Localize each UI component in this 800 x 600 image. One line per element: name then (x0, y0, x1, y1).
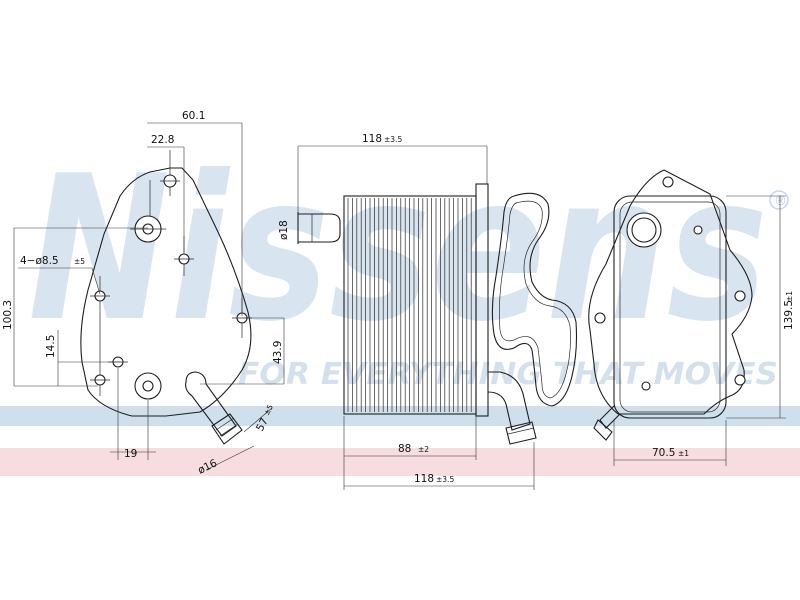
dim-total-width: 118 (414, 473, 434, 485)
side-outlet-pipe (487, 371, 537, 445)
dim-bottom: 19 (124, 448, 137, 460)
end-hole-left (594, 312, 606, 324)
dim-width-top: 60.1 (182, 110, 205, 122)
registered-mark-icon: ® (769, 190, 789, 210)
dim-height-right: 43.9 (272, 341, 284, 364)
dim-offset-left: 14.5 (45, 335, 57, 358)
watermark: Nissens FOR EVERYTHING THAT MOVES ® (0, 133, 800, 476)
front-outlet-pipe (185, 371, 243, 445)
dim-top-width-tol: ±3.5 (384, 135, 402, 144)
dim-end-width: 70.5 (652, 447, 675, 459)
dim-pipe-dia-side: ø18 (278, 220, 290, 240)
dim-angle: 57 (254, 416, 271, 433)
port-lower-inner (142, 380, 154, 392)
front-view: 60.1 22.8 100.3 4−ø8.5 ±5 14.5 43.9 57 ±… (2, 110, 285, 477)
watermark-brand: Nissens (28, 133, 768, 366)
registered-symbol: ® (774, 194, 787, 209)
end-view: 139.5 ±1 70.5 ±1 (588, 169, 795, 466)
cooler-end-plate (475, 183, 489, 417)
end-hole-upper-right (693, 225, 703, 235)
end-outlet-pipe (593, 405, 621, 441)
end-hole-right (734, 290, 746, 302)
gasket (491, 192, 578, 407)
dim-end-height-tol: ±1 (785, 291, 794, 302)
dim-holes-tol: ±5 (74, 257, 85, 266)
end-hole-center (641, 381, 651, 391)
cooler-core (343, 183, 489, 417)
watermark-pink-band (0, 448, 800, 476)
side-inlet-pipe (297, 212, 341, 244)
dim-height-left: 100.3 (2, 300, 14, 330)
dim-core-width: 88 (398, 443, 411, 455)
dim-offset-top: 22.8 (151, 134, 174, 146)
dim-total-width-tol: ±3.5 (436, 475, 454, 484)
end-body (613, 195, 727, 419)
dim-core-width-tol: ±2 (418, 445, 429, 454)
dim-holes: 4−ø8.5 (20, 255, 59, 267)
end-flange-outline (588, 169, 753, 415)
dim-top-width: 118 (362, 133, 382, 145)
end-body-inner (619, 201, 721, 413)
end-hole-bottom-right (734, 374, 746, 386)
end-hole-top (662, 176, 674, 188)
front-plate-outline (80, 167, 252, 417)
dim-end-width-tol: ±1 (678, 449, 689, 458)
dim-end-height: 139.5 (783, 300, 795, 330)
watermark-blue-band (0, 406, 800, 426)
end-port-inner (631, 217, 657, 243)
side-view: 118 ±3.5 ø18 88 ±2 118 ±3.5 (278, 133, 578, 490)
